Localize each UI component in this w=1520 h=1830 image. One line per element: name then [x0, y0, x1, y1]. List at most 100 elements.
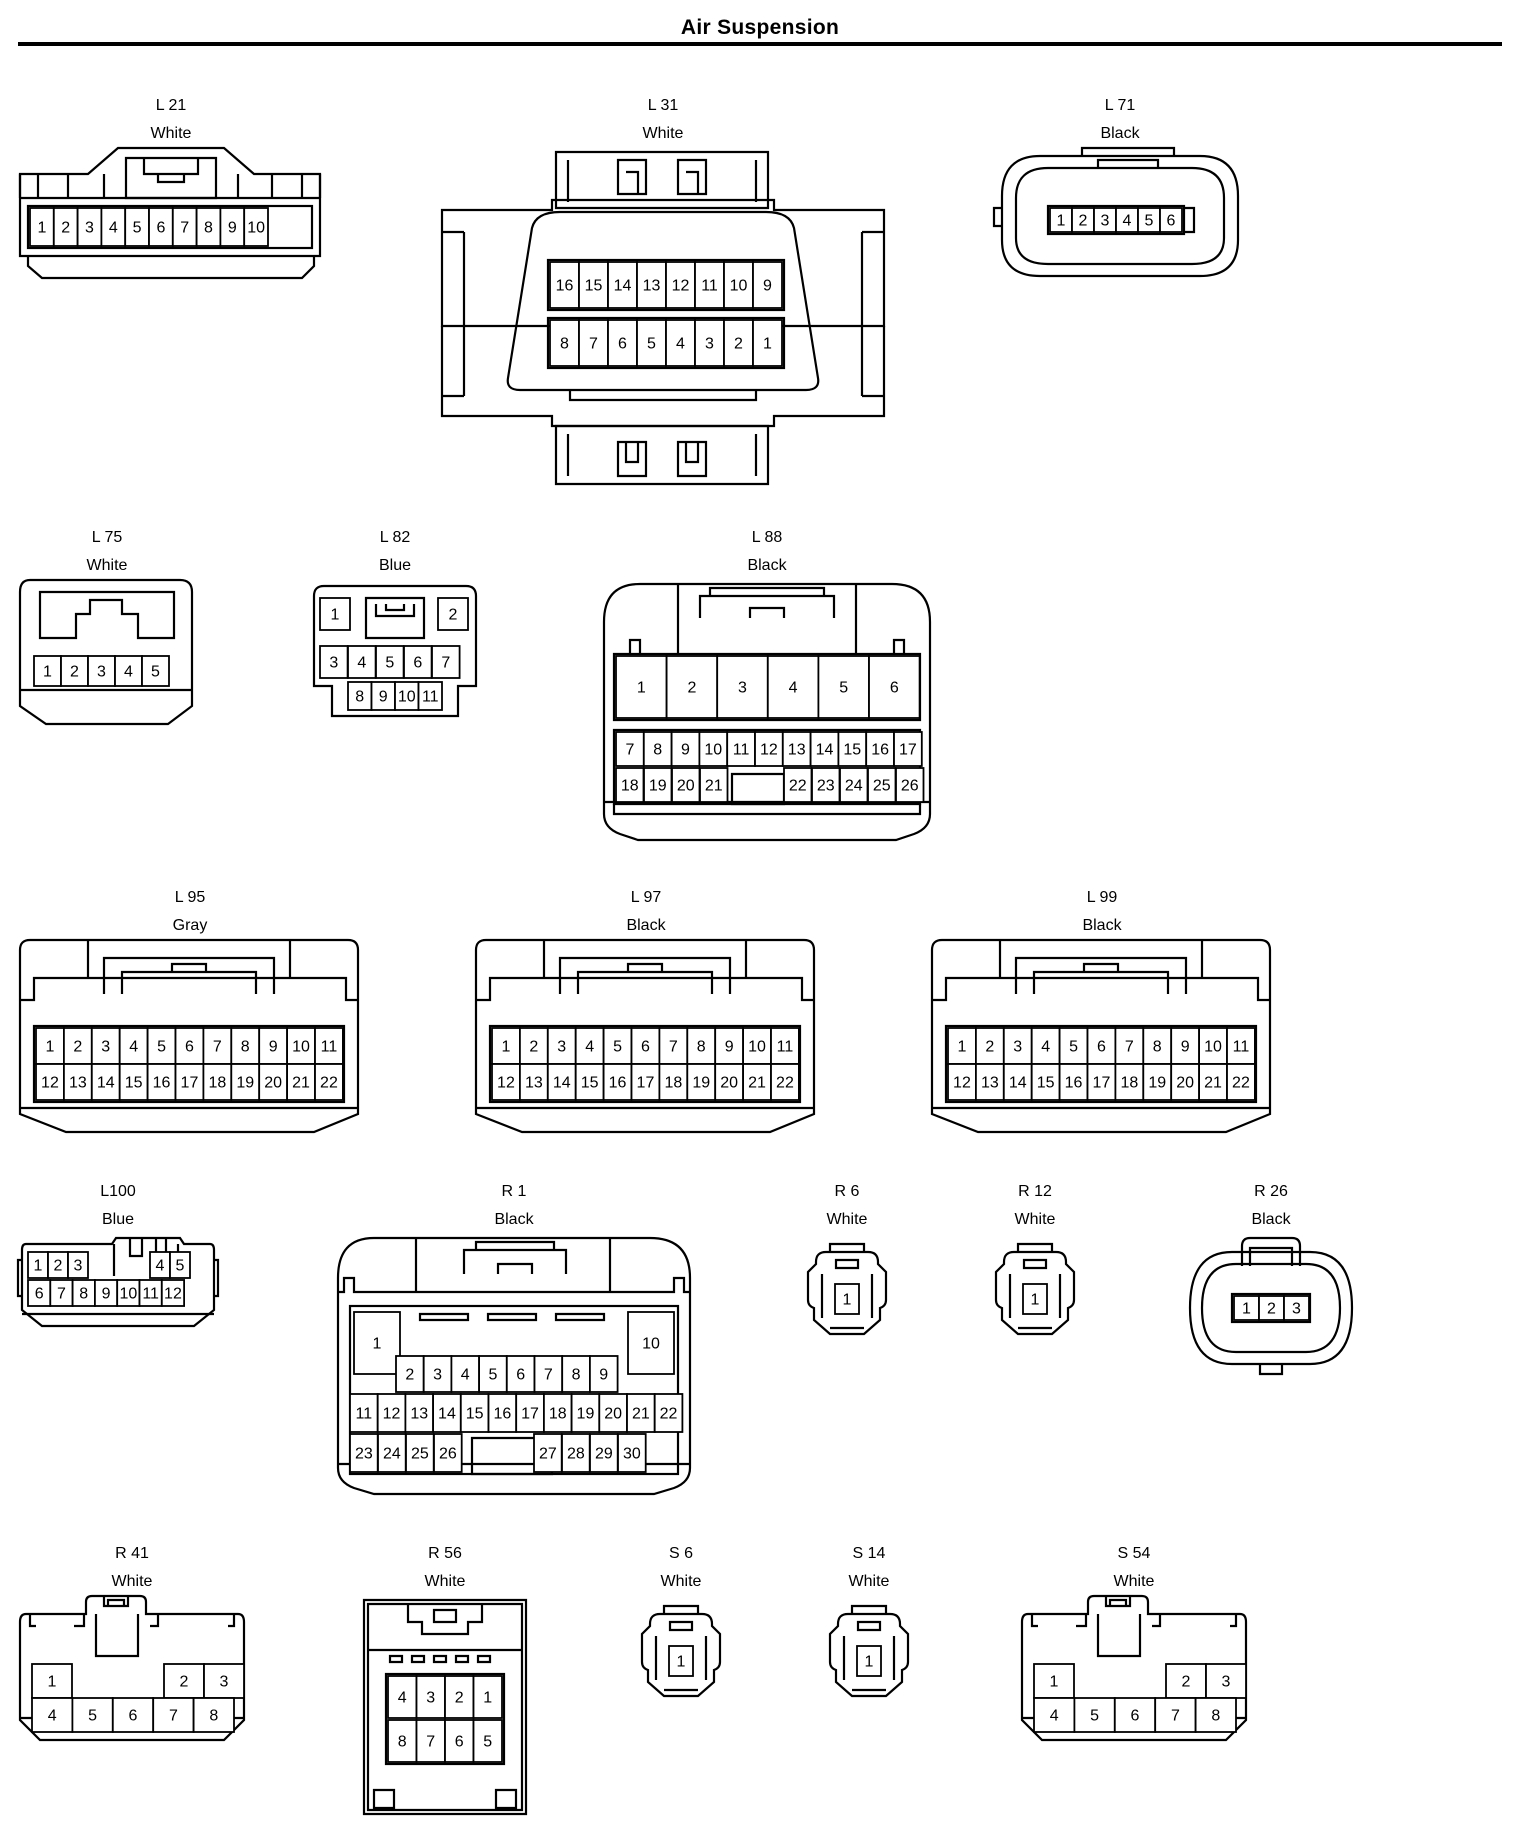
pin-16: 16: [602, 1063, 633, 1101]
pin-24: 24: [839, 767, 869, 803]
pin-19: 19: [643, 767, 673, 803]
connector-r12-drawing: 1: [994, 1242, 1076, 1336]
pin-label: 24: [383, 1446, 401, 1463]
pin-3: 3: [203, 1663, 245, 1699]
pin-cell: [349, 1393, 379, 1433]
pin-10: 10: [286, 1027, 316, 1065]
pin-1: 1: [1049, 207, 1073, 233]
page-title: Air Suspension: [680, 16, 840, 39]
connector-color: Black: [747, 557, 787, 574]
pin-11: 11: [1226, 1027, 1256, 1065]
pin-label: 3: [1292, 1301, 1301, 1318]
pin-cell: [33, 655, 62, 687]
pin-9: 9: [752, 261, 783, 309]
pin-label: 16: [493, 1406, 511, 1423]
pin-30: 30: [617, 1433, 647, 1473]
connector-r6-drawing: 1: [806, 1242, 888, 1336]
pin-7: 7: [152, 1697, 195, 1733]
pin-3: 3: [1093, 207, 1117, 233]
pin-9: 9: [588, 1355, 619, 1393]
pin-label: 9: [599, 1367, 608, 1384]
pin-4: 4: [100, 207, 127, 247]
pin-cell: [699, 767, 729, 803]
pin-label: 1: [763, 336, 772, 353]
pin-cell: [1086, 1027, 1117, 1065]
pin-6: 6: [1159, 207, 1183, 233]
pin-8: 8: [642, 731, 673, 767]
pin-3: 3: [76, 207, 103, 247]
pin-label: 19: [649, 778, 667, 795]
connector-id: L 88: [751, 529, 783, 546]
pin-label: 10: [730, 278, 748, 295]
pin-label: 7: [1171, 1708, 1180, 1725]
pin-cell: [546, 1027, 577, 1065]
pin-label: 3: [101, 1039, 110, 1056]
pin-label: 8: [241, 1039, 250, 1056]
pin-cell: [533, 1433, 563, 1473]
pin-10: 10: [1198, 1027, 1228, 1065]
pin-20: 20: [1170, 1063, 1200, 1101]
pin-5: 5: [146, 1027, 177, 1065]
pin-cell: [459, 1393, 490, 1433]
pin-label: 7: [544, 1367, 553, 1384]
pin-23: 23: [811, 767, 841, 803]
pin-label: 4: [1050, 1708, 1059, 1725]
pin-13: 13: [975, 1063, 1005, 1101]
pin-label: 7: [57, 1286, 66, 1303]
connector-id: S 6: [668, 1545, 693, 1562]
pin-cell: [895, 767, 925, 803]
pin-label: 3: [1101, 213, 1110, 230]
pin-cell: [1086, 1063, 1117, 1101]
pin-1: 1: [33, 655, 62, 687]
pin-7: 7: [658, 1027, 689, 1065]
pin-label: 19: [577, 1406, 595, 1423]
pin-label: 18: [1120, 1075, 1138, 1092]
pin-label: 10: [1204, 1039, 1222, 1056]
pin-9: 9: [714, 1027, 744, 1065]
pin-cell: [353, 1311, 401, 1375]
pin-1: 1: [947, 1027, 977, 1065]
pin-cell: [561, 1433, 591, 1473]
pin-7: 7: [171, 207, 198, 247]
pin-label: 16: [153, 1075, 171, 1092]
pin-label: 17: [899, 742, 917, 759]
pin-label: 22: [320, 1075, 338, 1092]
pin-2: 2: [60, 655, 89, 687]
pin-cell: [694, 319, 725, 367]
pin-4: 4: [387, 1675, 418, 1719]
pin-label: 2: [73, 1039, 82, 1056]
pin-2: 2: [47, 1251, 69, 1279]
connector-color: Black: [1082, 917, 1122, 934]
connector-id: R 26: [1254, 1183, 1288, 1200]
pin-8: 8: [347, 681, 373, 711]
pin-cell: [770, 1027, 800, 1065]
pin-6: 6: [174, 1027, 205, 1065]
pin-label: 11: [321, 1039, 338, 1056]
pin-label: 4: [1041, 1039, 1050, 1056]
connector-id: S 54: [1117, 1545, 1151, 1562]
pin-12: 12: [376, 1393, 407, 1433]
connector-color: White: [111, 1573, 153, 1590]
pin-2: 2: [395, 1355, 425, 1393]
pin-13: 13: [636, 261, 667, 309]
pin-cell: [1073, 1697, 1116, 1733]
pin-17: 17: [515, 1393, 545, 1433]
pin-label: 2: [70, 664, 79, 681]
pin-10: 10: [698, 731, 729, 767]
pin-cell: [714, 1063, 744, 1101]
pin-29: 29: [589, 1433, 619, 1473]
pin-label: 3: [557, 1039, 566, 1056]
pin-cell: [286, 1063, 316, 1101]
pin-label: 1: [34, 1258, 43, 1275]
pin-7: 7: [431, 645, 461, 679]
pin-cell: [542, 1393, 573, 1433]
pin-label: 1: [331, 607, 340, 624]
pin-4: 4: [766, 655, 820, 719]
